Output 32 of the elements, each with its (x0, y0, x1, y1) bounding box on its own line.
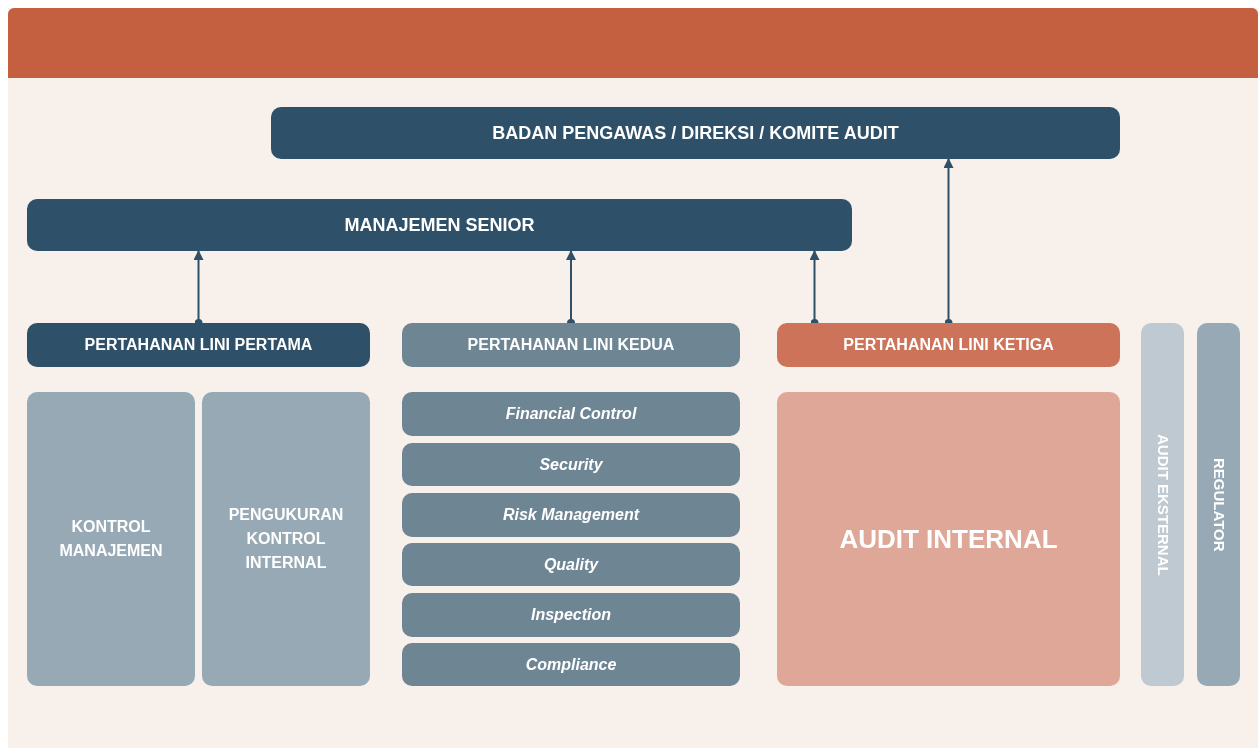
line-header (27, 323, 370, 367)
node-label: Inspection (531, 605, 611, 625)
node-label: REGULATOR (1209, 457, 1229, 552)
function-bar (402, 392, 740, 436)
node-label: MANAJEMEN SENIOR (344, 213, 535, 237)
function-bar (402, 593, 740, 637)
node-label: PERTAHANAN LINI KETIGA (843, 335, 1054, 355)
node-label: PERTAHANAN LINI PERTAMA (84, 335, 313, 355)
node-label: BADAN PENGAWAS / DIREKSI / KOMITE AUDIT (492, 121, 899, 145)
vertical-bar (1197, 323, 1240, 686)
vertical-bar (1141, 323, 1184, 686)
function-bar (402, 543, 740, 586)
line-header (777, 323, 1120, 367)
node-label: Security (539, 454, 603, 475)
function-bar (402, 443, 740, 486)
control-panel (202, 392, 370, 686)
control-panel (27, 392, 195, 686)
node-label: AUDIT EKSTERNAL (1153, 433, 1173, 576)
function-bar (402, 643, 740, 686)
node-label: PENGUKURAN KONTROL INTERNAL (227, 505, 345, 573)
line-header (402, 323, 740, 367)
node-label: Financial Control (505, 404, 637, 424)
node-label: Quality (543, 554, 599, 575)
node-label: Compliance (525, 654, 617, 675)
function-bar (402, 493, 740, 537)
management-bar (27, 199, 852, 251)
node-label: AUDIT INTERNAL (839, 524, 1058, 554)
node-label: Risk Management (502, 505, 639, 525)
top-governance-bar (271, 107, 1120, 159)
node-label: PERTAHANAN LINI KEDUA (467, 335, 675, 355)
node-label: KONTROL MANAJEMEN (58, 517, 164, 561)
audit-panel (777, 392, 1120, 686)
